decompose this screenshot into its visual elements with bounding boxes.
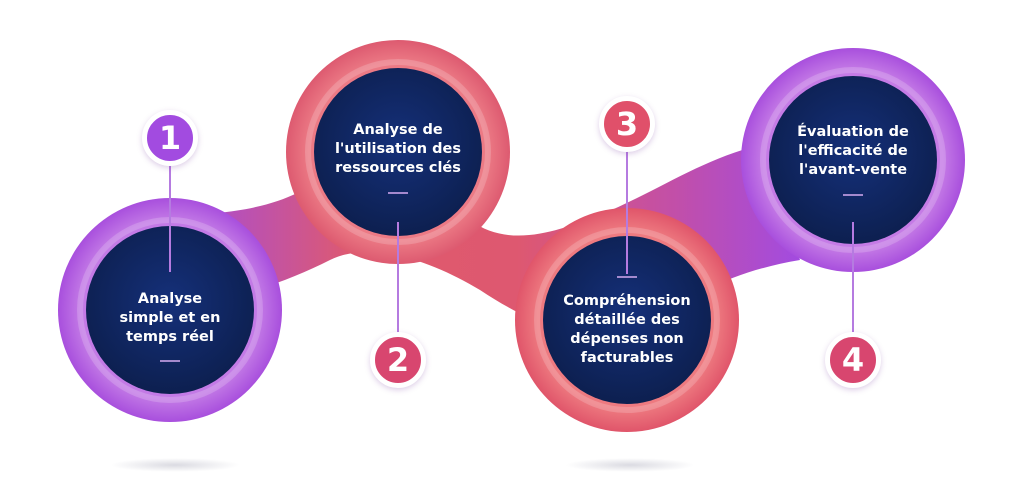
- step-badge-4: 4: [825, 332, 881, 388]
- shadow-3: [565, 458, 695, 472]
- dash-3: [617, 276, 637, 278]
- inner-circle-1: [86, 226, 254, 394]
- inner-circle-2: [314, 68, 482, 236]
- dash-2: [388, 192, 408, 194]
- inner-circle-3: [543, 236, 711, 404]
- step-number-1: 1: [158, 119, 182, 157]
- inner-circle-4: [769, 76, 937, 244]
- step-label-1: Analyse simple et en temps réel: [119, 291, 221, 345]
- step-badge-3: 3: [599, 96, 655, 152]
- step-number-4: 4: [841, 341, 865, 379]
- shadow-1: [110, 458, 240, 472]
- connector-4: [852, 222, 854, 334]
- connector-1: [169, 160, 171, 272]
- dash-4: [843, 194, 863, 196]
- step-number-3: 3: [615, 105, 639, 143]
- connector-3: [626, 148, 628, 274]
- step-label-3: Compréhension détaillée des dépenses non…: [563, 293, 691, 366]
- connector-2: [397, 222, 399, 334]
- step-badge-2: 2: [370, 332, 426, 388]
- step-number-2: 2: [386, 341, 410, 379]
- step-badge-1: 1: [142, 110, 198, 166]
- step-label-4: Évaluation de l'efficacité de l'avant-ve…: [797, 124, 909, 178]
- dash-1: [160, 360, 180, 362]
- step-label-2: Analyse de l'utilisation des ressources …: [334, 122, 462, 176]
